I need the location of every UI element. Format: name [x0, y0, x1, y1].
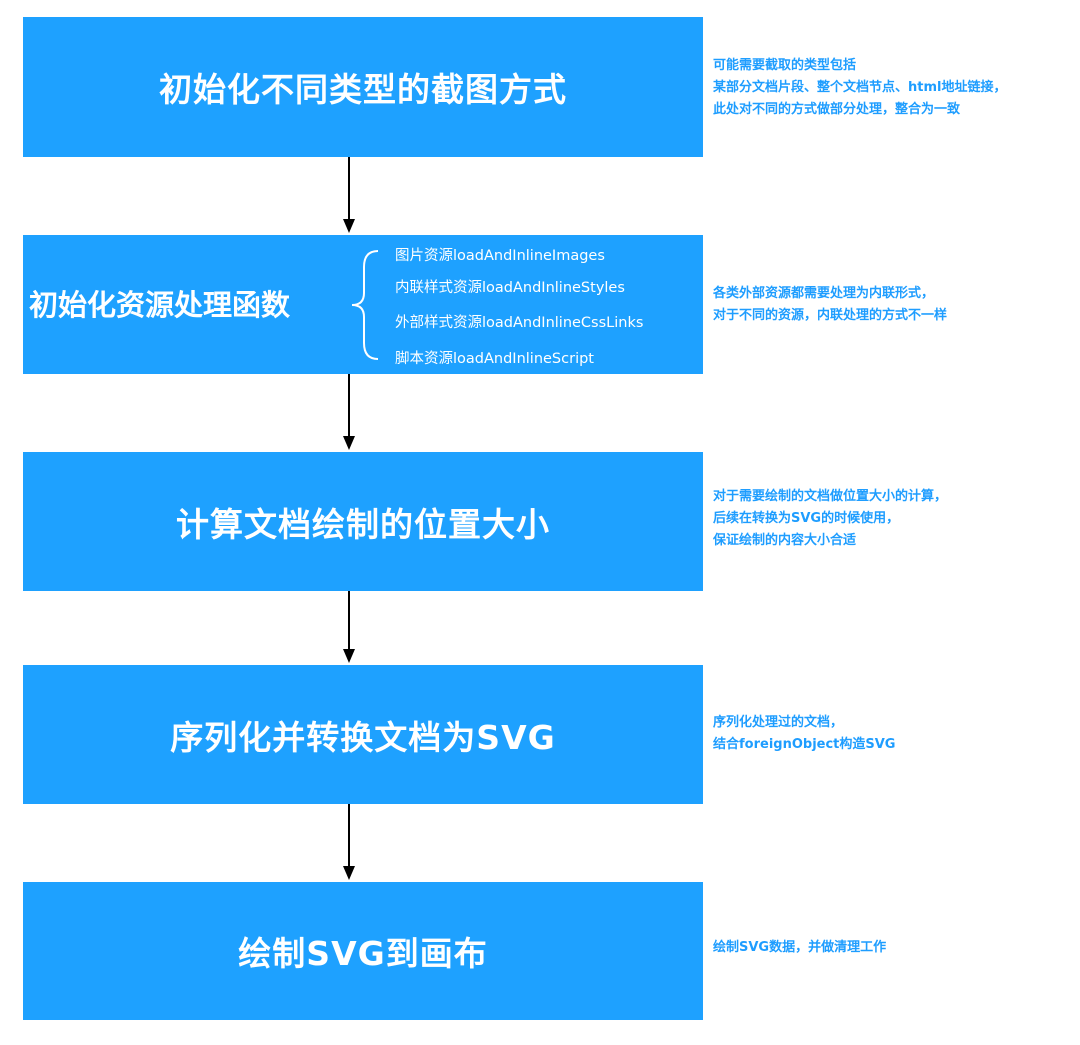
step-title: 初始化不同类型的截图方式: [159, 70, 567, 109]
step-title: 绘制SVG到画布: [238, 934, 488, 973]
curly-brace-icon: [351, 250, 379, 360]
note-line: 某部分文档片段、整个文档节点、html地址链接，: [713, 80, 1007, 95]
note-line: 结合foreignObject构造SVG: [713, 737, 896, 752]
note-line: 对于需要绘制的文档做位置大小的计算，: [713, 489, 948, 504]
resource-item: 内联样式资源loadAndInlineStyles: [395, 280, 625, 296]
note-line: 此处对不同的方式做部分处理，整合为一致: [713, 102, 961, 117]
note-line: 可能需要截取的类型包括: [713, 58, 857, 73]
flow-arrow: [343, 374, 355, 450]
note-line: 对于不同的资源，内联处理的方式不一样: [713, 308, 948, 323]
flow-arrow: [343, 591, 355, 663]
step-title: 初始化资源处理函数: [29, 288, 291, 322]
note-line: 保证绘制的内容大小合适: [713, 533, 857, 548]
step-title: 计算文档绘制的位置大小: [176, 504, 550, 544]
note-line: 绘制SVG数据，并做清理工作: [713, 940, 887, 955]
note-line: 序列化处理过的文档，: [713, 715, 844, 730]
step-note-init-capture: 可能需要截取的类型包括 某部分文档片段、整个文档节点、html地址链接， 此处对…: [713, 55, 1006, 121]
step-box-init-resources: 初始化资源处理函数 图片资源loadAndInlineImages 内联样式资源…: [23, 235, 703, 374]
step-note-init-resources: 各类外部资源都需要处理为内联形式， 对于不同的资源，内联处理的方式不一样: [713, 283, 947, 327]
resource-item: 脚本资源loadAndInlineScript: [395, 351, 594, 367]
step-box-serialize-svg: 序列化并转换文档为SVG: [23, 665, 703, 804]
step-box-init-capture: 初始化不同类型的截图方式: [23, 17, 703, 157]
step-note-serialize-svg: 序列化处理过的文档， 结合foreignObject构造SVG: [713, 712, 895, 756]
step-title: 序列化并转换文档为SVG: [170, 717, 556, 757]
resource-item: 图片资源loadAndInlineImages: [395, 248, 605, 264]
note-line: 各类外部资源都需要处理为内联形式，: [713, 286, 935, 301]
step-box-draw-canvas: 绘制SVG到画布: [23, 882, 703, 1020]
flow-arrow: [343, 157, 355, 233]
flow-arrow: [343, 804, 355, 880]
note-line: 后续在转换为SVG的时候使用，: [713, 511, 900, 526]
cropped-header-text: ▔▔▔▔ ▔▔ ▔▔▔▔▔▔: [598, 0, 1078, 12]
step-note-draw-canvas: 绘制SVG数据，并做清理工作: [713, 937, 886, 959]
step-note-compute-layout: 对于需要绘制的文档做位置大小的计算， 后续在转换为SVG的时候使用， 保证绘制的…: [713, 486, 947, 552]
step-box-compute-layout: 计算文档绘制的位置大小: [23, 452, 703, 591]
resource-item: 外部样式资源loadAndInlineCssLinks: [395, 315, 644, 331]
